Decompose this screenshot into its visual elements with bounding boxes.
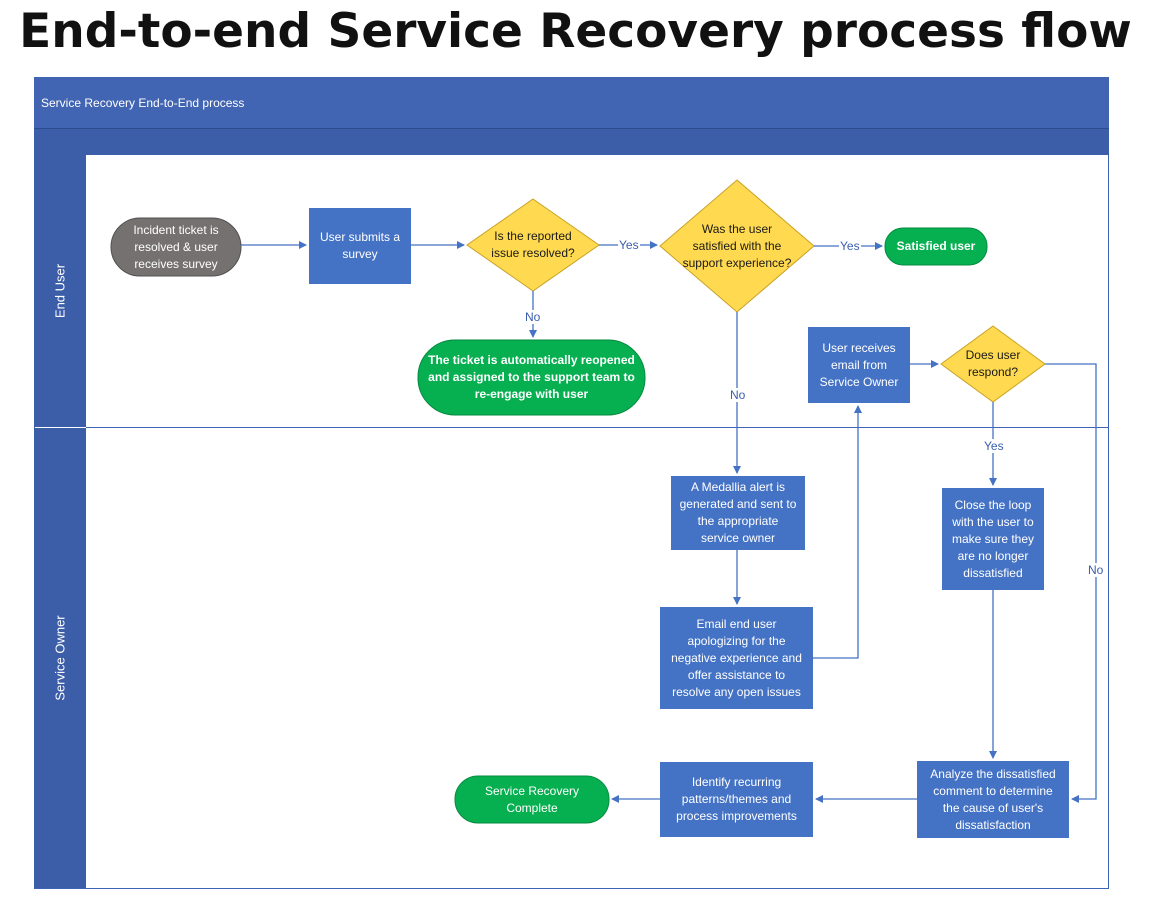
receives-email-label: User receives email from Service Owner [819, 340, 899, 389]
close-loop-label: Close the loop with the user to make sur… [951, 497, 1035, 580]
pool-subheader [34, 128, 1109, 155]
lane-label-end-user: End User [34, 155, 86, 427]
edge-label-satisfied-yes: Yes [839, 239, 861, 253]
edge-label-satisfied-no: No [729, 388, 747, 402]
analyze-comment-box [917, 761, 1069, 838]
satisfied-user-terminal [884, 227, 988, 266]
close-loop-box [942, 488, 1044, 590]
submit-survey-box [309, 208, 411, 284]
issue-resolved-label: Is the reported issue resolved? [491, 229, 575, 260]
analyze-comment-label: Analyze the dissatisfied comment to dete… [930, 766, 1056, 832]
recovery-complete-label: Service Recovery Complete [484, 783, 580, 815]
edge-label-respond-no: No [1087, 563, 1105, 577]
satisfied-user-label: Satisfied user [896, 239, 976, 253]
ticket-resolved-terminal [110, 217, 242, 277]
identify-patterns-box [660, 762, 813, 837]
user-satisfied-label: Was the user satisfied with the support … [682, 221, 792, 270]
edge-label-respond-yes: Yes [983, 439, 1005, 453]
ticket-reopened-label: The ticket is automatically reopened and… [428, 353, 635, 401]
pool-title: Service Recovery End-to-End process [41, 96, 245, 110]
edge-email-to-receives [813, 405, 862, 659]
submit-survey-label: User submits a survey [319, 230, 401, 261]
edge-label-resolved-yes: Yes [618, 238, 640, 252]
ticket-reopened-terminal [417, 339, 646, 416]
does-respond-label: Does user respond? [965, 348, 1021, 379]
receives-email-box [808, 327, 910, 403]
medallia-alert-label: A Medallia alert is generated and sent t… [679, 480, 797, 545]
edge-label-resolved-no: No [524, 310, 542, 324]
recovery-complete-terminal [454, 775, 610, 824]
edge-respond-no [1045, 363, 1097, 803]
email-user-label: Email end user apologizing for the negat… [671, 616, 802, 699]
lane-divider [86, 427, 1109, 428]
medallia-alert-box [671, 476, 805, 550]
ticket-resolved-label: Incident ticket is resolved & user recei… [133, 222, 219, 271]
page-title: End-to-end Service Recovery process flow [19, 4, 1132, 59]
pool-header: Service Recovery End-to-End process [34, 77, 1109, 128]
email-user-box [660, 607, 813, 709]
identify-patterns-label: Identify recurring patterns/themes and p… [676, 775, 797, 823]
lane-label-service-owner: Service Owner [34, 428, 86, 888]
